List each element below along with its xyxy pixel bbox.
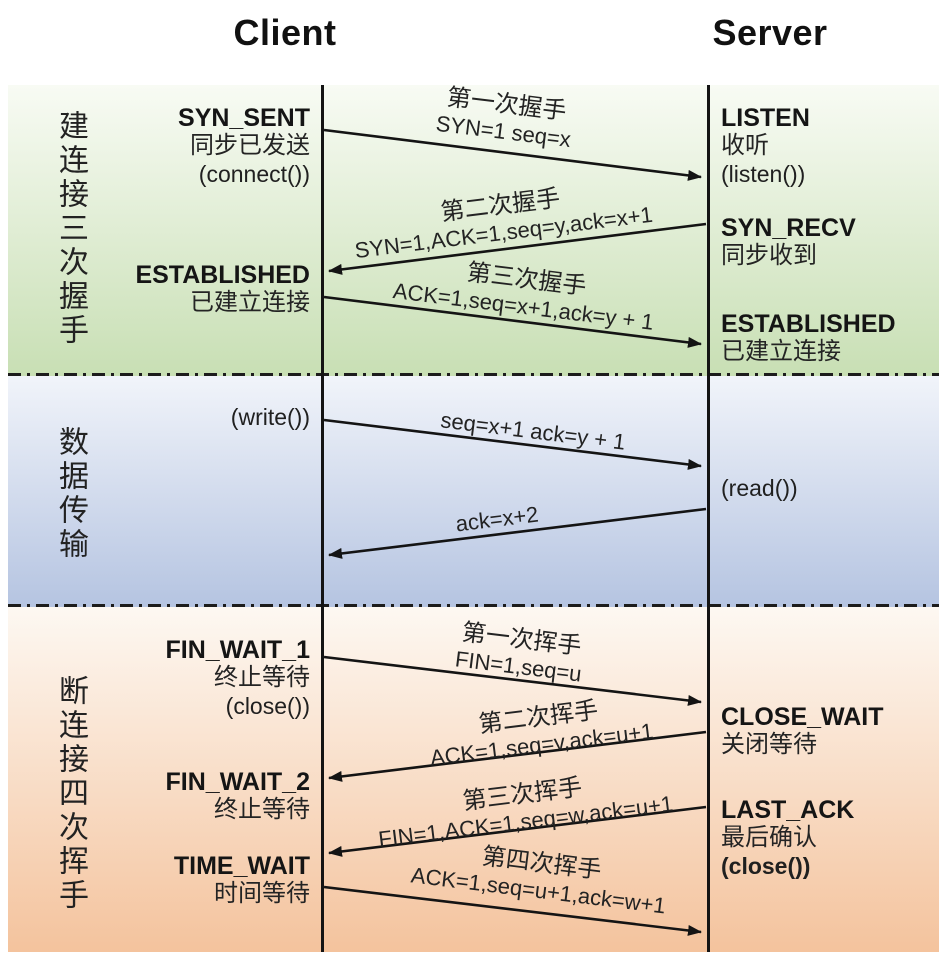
teardown-section-label: 断连接四次挥手 bbox=[54, 675, 87, 913]
state-name: SYN_SENT bbox=[178, 104, 310, 132]
arrow-handshake-1-syn bbox=[323, 128, 702, 181]
arrow-teardown-3-finack bbox=[328, 805, 707, 857]
server-state-established: ESTABLISHED 已建立连接 bbox=[721, 310, 896, 366]
state-desc: 最后确认 bbox=[721, 824, 817, 851]
state-name: TIME_WAIT bbox=[173, 852, 310, 880]
state-desc: 关闭等待 bbox=[721, 731, 817, 758]
state-name: FIN_WAIT_1 bbox=[165, 636, 310, 664]
handshake-section-background bbox=[8, 85, 939, 376]
server-column-title: Server bbox=[712, 12, 828, 53]
data-transfer-section-background bbox=[8, 376, 939, 607]
state-desc: 终止等待 bbox=[214, 664, 310, 691]
server-state-last-ack: LAST_ACK 最后确认 (close()) bbox=[721, 796, 854, 880]
section-divider-line bbox=[8, 373, 939, 376]
client-state-time-wait: TIME_WAIT 时间等待 bbox=[174, 852, 310, 908]
state-desc: 已建立连接 bbox=[721, 338, 841, 365]
client-lifeline bbox=[321, 85, 324, 952]
state-syscall: (close()) bbox=[721, 853, 811, 879]
state-desc: 同步收到 bbox=[721, 242, 817, 269]
arrow-teardown-2-ack bbox=[328, 730, 707, 782]
state-syscall: (listen()) bbox=[721, 161, 806, 187]
arrow-handshake-3-ack bbox=[323, 295, 702, 348]
section-divider-line bbox=[8, 604, 939, 607]
arrow-data-ack bbox=[328, 507, 707, 559]
state-syscall: (read()) bbox=[721, 475, 798, 501]
state-name: LAST_ACK bbox=[721, 796, 855, 824]
data-transfer-section-label: 数据传输 bbox=[54, 426, 87, 562]
client-state-established: ESTABLISHED 已建立连接 bbox=[135, 261, 310, 317]
server-state-syn-recv: SYN_RECV 同步收到 bbox=[721, 214, 856, 270]
state-syscall: (close()) bbox=[225, 693, 310, 719]
state-name: ESTABLISHED bbox=[135, 261, 310, 289]
state-desc: 同步已发送 bbox=[190, 132, 310, 159]
state-desc: 时间等待 bbox=[214, 880, 310, 907]
state-desc: 终止等待 bbox=[214, 796, 310, 823]
state-desc: 收听 bbox=[721, 132, 769, 159]
arrow-data-send bbox=[323, 418, 702, 470]
client-write-call: (write()) bbox=[231, 403, 310, 431]
state-name: SYN_RECV bbox=[721, 214, 856, 242]
server-state-listen: LISTEN 收听 (listen()) bbox=[721, 104, 810, 188]
arrow-teardown-1-fin bbox=[323, 655, 702, 706]
state-name: ESTABLISHED bbox=[721, 310, 896, 338]
arrow-handshake-2-synack bbox=[328, 222, 707, 275]
state-name: LISTEN bbox=[721, 104, 810, 132]
client-column-title: Client bbox=[233, 12, 337, 53]
server-state-close-wait: CLOSE_WAIT 关闭等待 bbox=[721, 703, 884, 759]
state-desc: 已建立连接 bbox=[190, 289, 310, 316]
client-state-fin-wait-2: FIN_WAIT_2 终止等待 bbox=[166, 768, 310, 824]
state-name: CLOSE_WAIT bbox=[721, 703, 884, 731]
server-read-call: (read()) bbox=[721, 474, 798, 502]
teardown-section-background bbox=[8, 607, 939, 952]
arrow-teardown-4-ack bbox=[323, 885, 702, 936]
server-lifeline bbox=[707, 85, 710, 952]
state-name: FIN_WAIT_2 bbox=[165, 768, 310, 796]
handshake-section-label: 建连接三次握手 bbox=[54, 110, 87, 348]
client-state-syn-sent: SYN_SENT 同步已发送 (connect()) bbox=[178, 104, 310, 188]
state-syscall: (write()) bbox=[230, 404, 310, 430]
state-syscall: (connect()) bbox=[198, 161, 310, 187]
client-state-fin-wait-1: FIN_WAIT_1 终止等待 (close()) bbox=[166, 636, 310, 720]
